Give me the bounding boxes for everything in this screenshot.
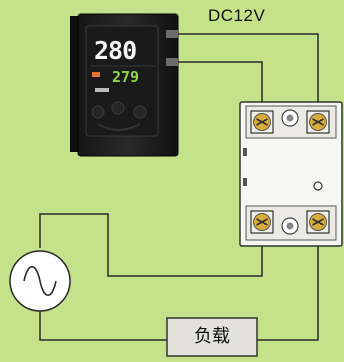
load-box <box>166 317 258 357</box>
indicator-mark <box>95 88 109 92</box>
controller-sv-display: 279 <box>112 68 140 86</box>
wire-ac-line <box>39 213 263 277</box>
screw-terminal-icon <box>306 110 330 134</box>
load-label: 负载 <box>194 326 230 347</box>
solid-state-relay <box>239 101 343 247</box>
screw-terminal-icon <box>306 210 330 234</box>
status-led <box>92 72 100 77</box>
wire-dc-negative <box>178 61 263 114</box>
supply-voltage-label: DC12V <box>208 6 266 25</box>
wire-load-return <box>257 236 319 341</box>
status-indicator <box>313 181 323 191</box>
screw-terminal-icon <box>250 210 274 234</box>
controller-pv-display: 280 <box>94 36 137 65</box>
wires <box>39 33 319 341</box>
wire-dc-positive <box>178 33 319 114</box>
screw-terminal-icon <box>250 110 274 134</box>
temperature-controller <box>70 13 179 157</box>
wire-ac-neutral <box>39 310 167 341</box>
ac-source-icon <box>9 250 71 312</box>
